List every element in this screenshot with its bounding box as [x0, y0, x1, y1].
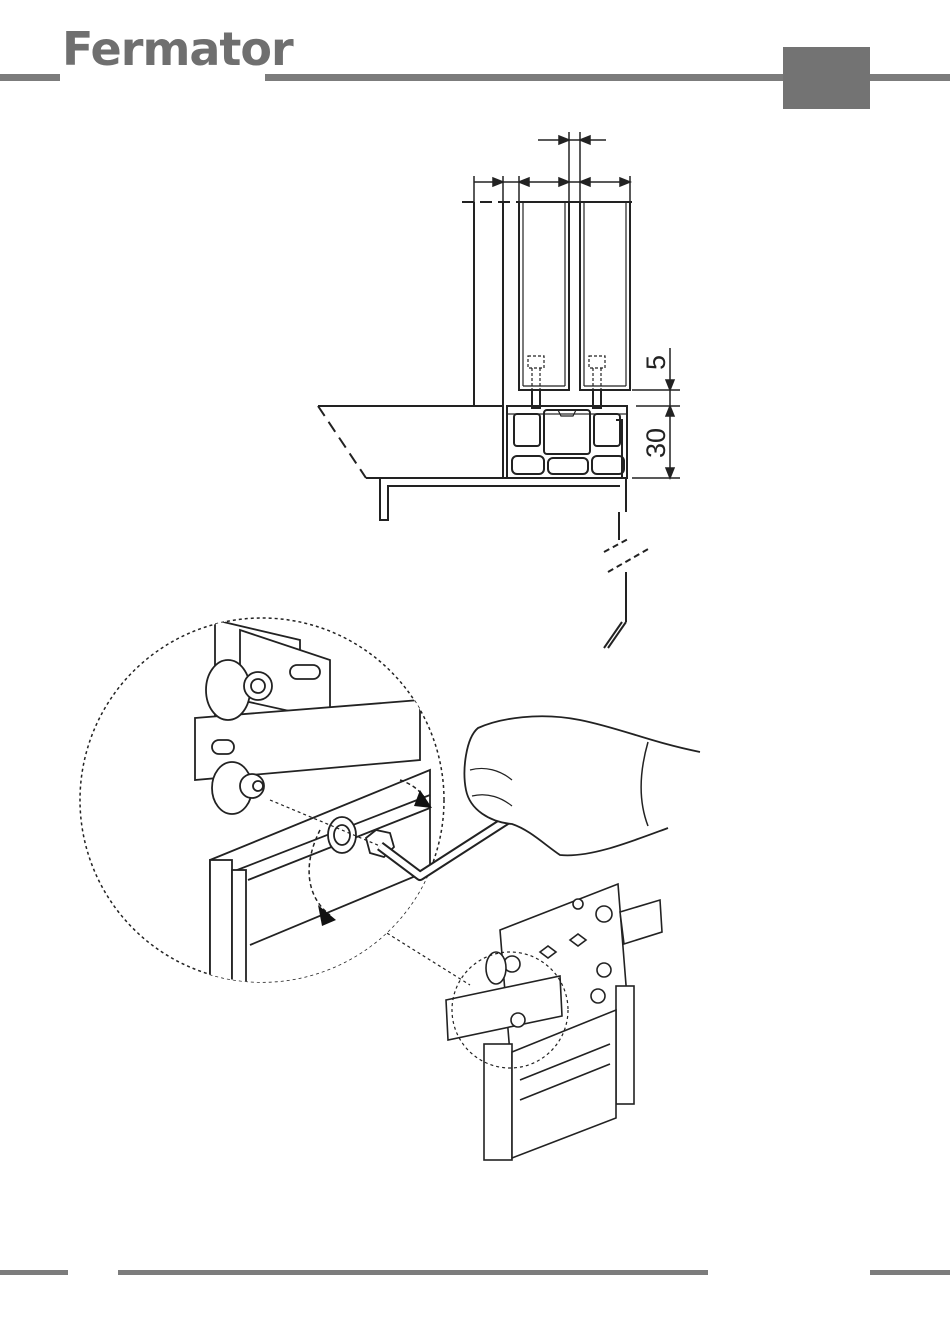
adjustment-illustration — [0, 0, 950, 1332]
